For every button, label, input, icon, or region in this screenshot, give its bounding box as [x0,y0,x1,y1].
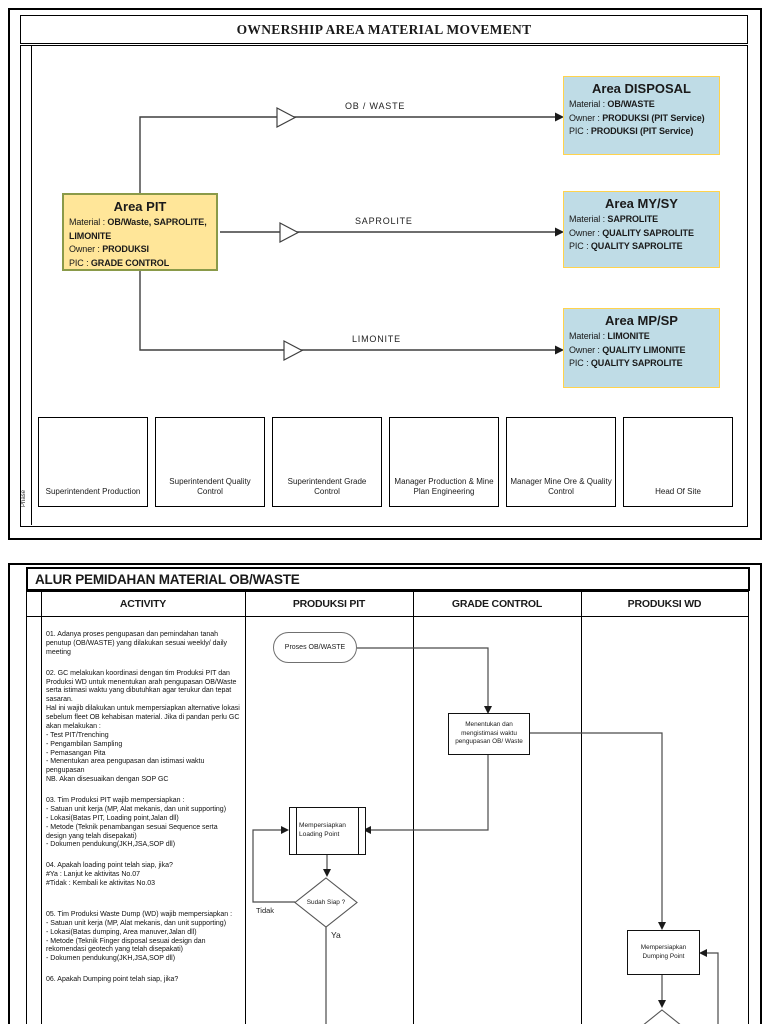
area-pit-material: Material : OB/Waste, SAPROLITE, LIMONITE [69,217,207,241]
flow-label-limonite: LIMONITE [352,334,401,344]
page1-title: OWNERSHIP AREA MATERIAL MOVEMENT [236,21,532,37]
phase-label: Phase [21,489,27,507]
area-mpsp-title: Area MP/SP [605,313,678,328]
signature-box-manager-production: Manager Production & Mine Plan Engineeri… [389,417,499,507]
area-pit-pic: PIC : GRADE CONTROL [69,257,170,268]
activity-05: 05. Tim Produksi Waste Dump (WD) wajib m… [46,910,233,963]
header-bottom-line [27,616,748,617]
activity-06: 06. Apakah Dumping point telah siap, jik… [46,976,179,984]
area-mysy-title: Area MY/SY [605,196,678,211]
area-mysy-pic: PIC : QUALITY SAPROLITE [569,241,683,251]
column-header-activity: ACTIVITY [119,598,167,610]
divider-phase [41,592,42,1024]
activity-01: 01. Adanya proses pengupasan dan peminda… [46,631,228,656]
column-header-produksi-pit: PRODUKSI PIT [292,598,366,610]
signature-box-superintendent-quality-control: Superintendent Quality Control [155,417,265,507]
page2-title-bar: ALUR PEMIDAHAN MATERIAL OB/WASTE [26,567,750,591]
phase-lane: Phase [20,45,32,525]
area-pit-title: Area PIT [113,199,167,214]
flow-label-saprolite: SAPROLITE [355,216,413,226]
divider-gc-wd [581,592,582,1024]
dumping-point-box: Mempersiapkan Dumping Point [627,930,700,975]
ya-label: Ya [331,930,341,940]
gc-process-box: Menentukan dan mengistimasi waktu pengup… [448,713,530,755]
column-header-produksi-wd: PRODUKSI WD [627,598,702,610]
page2-title: ALUR PEMIDAHAN MATERIAL OB/WASTE [35,571,300,587]
signature-box-manager-mine-ore: Manager Mine Ore & Quality Control [506,417,616,507]
activity-02: 02. GC melakukan koordinasi dengan tim P… [46,669,240,784]
area-disposal-material: Material : OB/WASTE [569,99,655,109]
area-disposal-title: Area DISPOSAL [592,81,691,96]
divider-pit-gc [413,592,414,1024]
divider-activity-pit [245,592,246,1024]
area-mpsp-material: Material : LIMONITE [569,331,650,341]
activity-list: 01. Adanya proses pengupasan dan peminda… [46,631,240,997]
area-disposal-owner: Owner : PRODUKSI (PIT Service) [569,112,705,123]
area-pit-box: Area PIT Material : OB/Waste, SAPROLITE,… [62,193,218,271]
tidak-label: Tidak [256,906,275,915]
area-mysy-box: Area MY/SY Material : SAPROLITE Owner : … [563,191,720,268]
activity-04: 04. Apakah loading point telah siap, jik… [46,862,173,887]
area-mpsp-pic: PIC : QUALITY SAPROLITE [569,358,683,368]
flow-label-obwaste: OB / WASTE [345,101,406,111]
area-disposal-box: Area DISPOSAL Material : OB/WASTE Owner … [563,76,720,155]
area-pit-owner: Owner : PRODUKSI [69,244,149,254]
column-header-grade-control: GRADE CONTROL [451,598,543,610]
area-disposal-pic: PIC : PRODUKSI (PIT Service) [569,126,694,136]
area-mysy-material: Material : SAPROLITE [569,214,659,224]
page1-content-frame [20,45,748,527]
area-mpsp-owner: Owner : QUALITY LIMONITE [569,344,686,355]
decision-label: Sudah Siap ? [306,899,346,906]
signature-box-superintendent-grade-control: Superintendent Grade Control [272,417,382,507]
activity-03: 03. Tim Produksi PIT wajib mempersiapkan… [46,797,227,849]
area-mpsp-box: Area MP/SP Material : LIMONITE Owner : Q… [563,308,720,388]
signature-box-superintendent-production: Superintendent Production [38,417,148,507]
area-mysy-owner: Owner : QUALITY SAPROLITE [569,227,694,238]
start-terminator: Proses OB/WASTE [273,632,357,663]
signature-box-head-of-site: Head Of Site [623,417,733,507]
page1-title-bar: OWNERSHIP AREA MATERIAL MOVEMENT [20,15,748,44]
loading-point-subprocess: Mempersiapkan Loading Point [289,807,366,855]
